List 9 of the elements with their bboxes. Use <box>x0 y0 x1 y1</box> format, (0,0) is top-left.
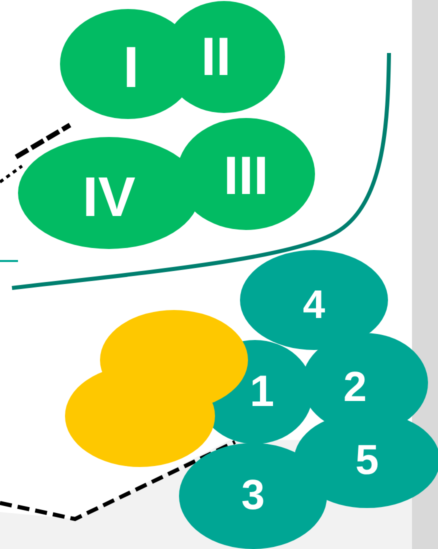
numeral-label: IV <box>82 169 136 225</box>
numeral-label: 5 <box>355 439 379 481</box>
numeral-label: 3 <box>241 474 265 516</box>
numeral-label: 1 <box>250 370 274 414</box>
numeral-label: I <box>122 39 140 97</box>
numeral-label: III <box>224 149 268 203</box>
numeral-label: II <box>201 30 231 84</box>
numeral-label: 2 <box>343 366 367 408</box>
numeral-label: 4 <box>302 285 326 325</box>
